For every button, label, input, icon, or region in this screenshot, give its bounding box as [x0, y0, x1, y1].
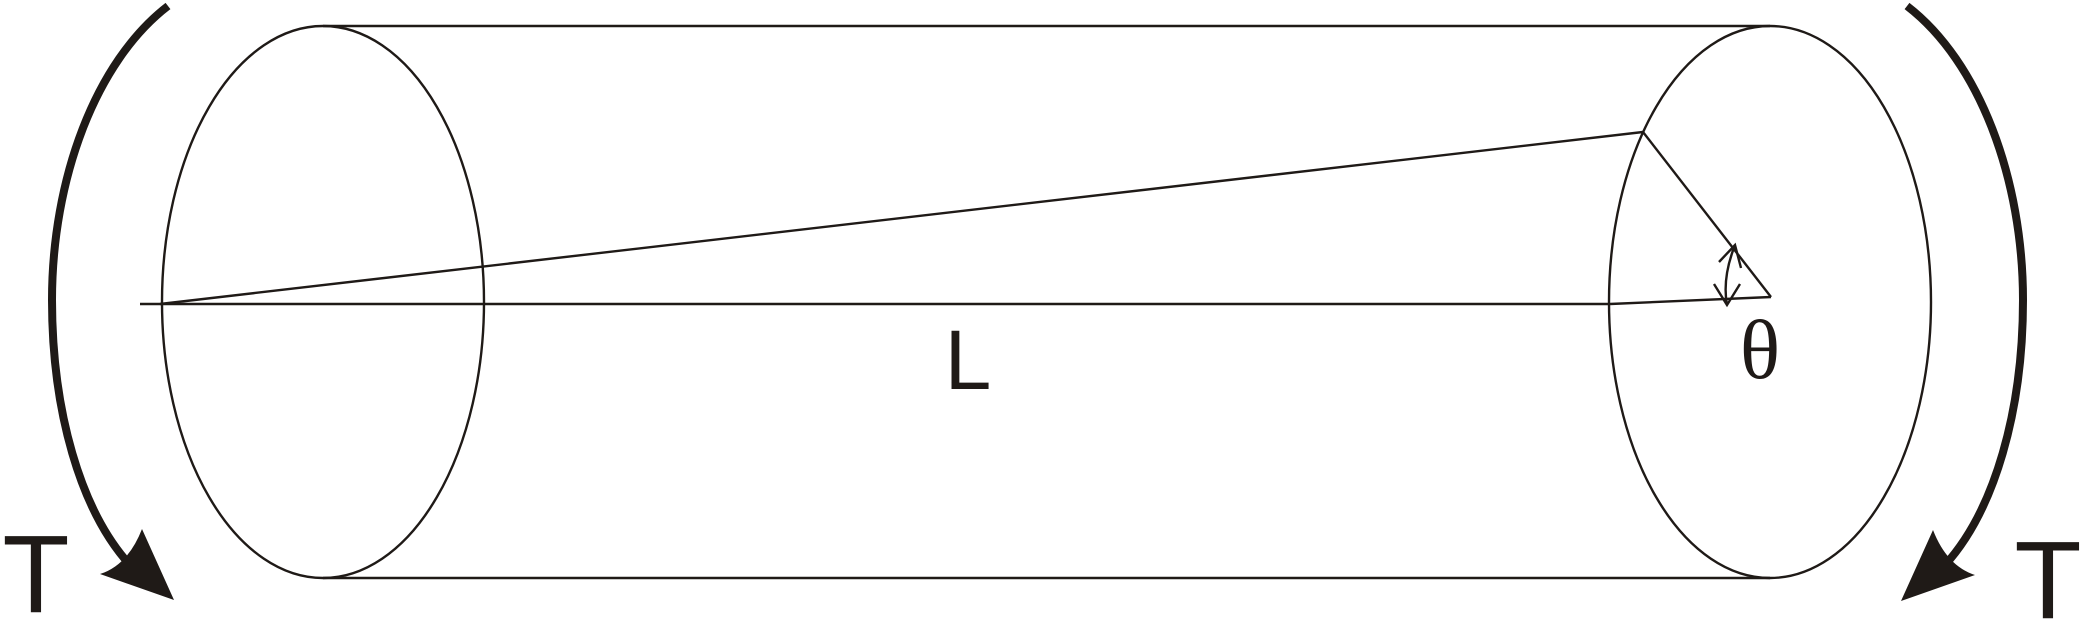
angle-arrow-tip-upper — [1718, 242, 1743, 269]
torque-label-right: T — [2014, 519, 2080, 620]
angle-marker — [1712, 242, 1743, 308]
length-label: L — [945, 313, 992, 407]
torque-arrow-right — [1901, 2, 2028, 601]
twisted-generator-line — [159, 130, 1644, 306]
torque-label-left: T — [2, 513, 69, 620]
angle-label: θ — [1740, 304, 1780, 397]
torque-arrow-left — [47, 2, 174, 600]
radius-deformed — [1642, 131, 1772, 298]
radius-original — [1609, 295, 1772, 306]
angle-arrow-tip-lower — [1712, 283, 1742, 308]
left-end-face — [160, 24, 486, 580]
cylinder — [160, 24, 1933, 580]
